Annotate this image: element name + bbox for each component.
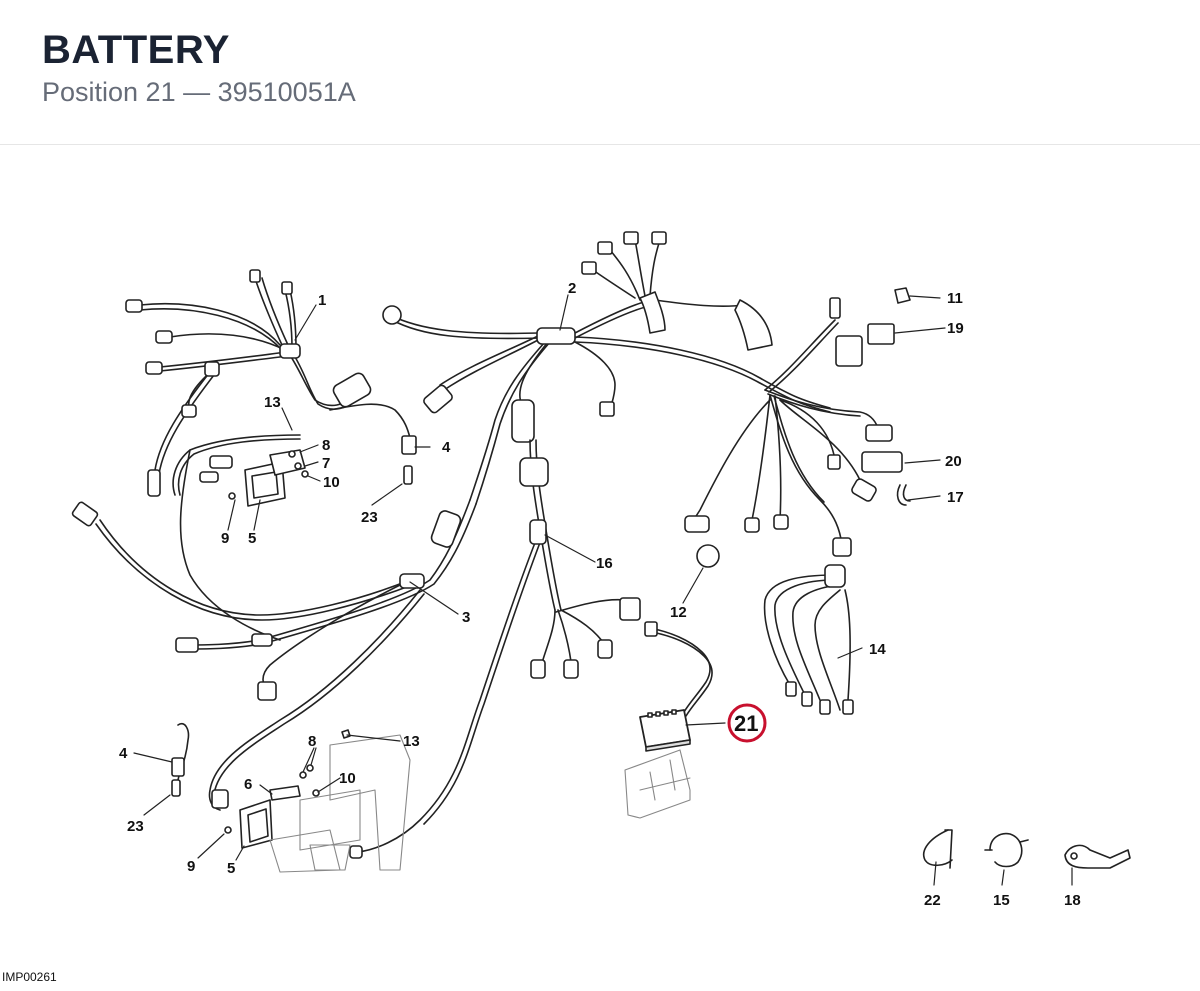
callout-23-upper: 23 xyxy=(361,509,378,526)
bracket-18 xyxy=(1064,844,1131,869)
frame-lower-left xyxy=(269,734,411,873)
clip-22 xyxy=(923,829,953,869)
callout-7: 7 xyxy=(322,455,330,472)
callout-6: 6 xyxy=(244,776,252,793)
page-subtitle: Position 21 — 39510051A xyxy=(42,77,356,107)
harness-right xyxy=(684,297,893,557)
leader-lines xyxy=(133,294,1073,886)
highlight-ring xyxy=(727,703,767,743)
callout-1: 1 xyxy=(318,292,326,309)
callout-8-lower: 8 xyxy=(308,733,316,750)
image-code: IMP00261 xyxy=(2,970,57,984)
callout-12: 12 xyxy=(670,604,687,621)
clip-15 xyxy=(984,832,1029,868)
battery-lead xyxy=(644,621,713,717)
callout-22: 22 xyxy=(924,892,941,909)
callout-10-upper: 10 xyxy=(323,474,340,491)
callout-5-lower: 5 xyxy=(227,860,235,877)
callout-17: 17 xyxy=(947,489,964,506)
small-parts-right xyxy=(696,287,911,568)
callout-8-upper: 8 xyxy=(322,437,330,454)
harness-16 xyxy=(349,439,641,859)
callout-14: 14 xyxy=(869,641,886,658)
callout-15: 15 xyxy=(993,892,1010,909)
callout-3: 3 xyxy=(462,609,470,626)
harness-1 xyxy=(125,269,417,507)
callout-4-upper: 4 xyxy=(442,439,451,456)
page-title: BATTERY xyxy=(42,28,230,72)
callout-23-lower: 23 xyxy=(127,818,144,835)
callout-2: 2 xyxy=(568,280,576,297)
callout-19: 19 xyxy=(947,320,964,337)
callout-labels: 1 2 3 4 4 5 5 6 7 8 8 9 9 10 10 11 12 13… xyxy=(119,280,1081,909)
callout-9-lower: 9 xyxy=(187,858,195,875)
callout-13-lower: 13 xyxy=(403,733,420,750)
callout-4-lower: 4 xyxy=(119,745,128,762)
callout-18: 18 xyxy=(1064,892,1081,909)
callout-20: 20 xyxy=(945,453,962,470)
wire-set-14 xyxy=(763,564,854,715)
page-header: BATTERY Position 21 — 39510051A xyxy=(0,0,1200,145)
callout-16: 16 xyxy=(596,555,613,572)
callout-9-upper: 9 xyxy=(221,530,229,547)
harness-2 xyxy=(382,231,831,505)
battery-tray xyxy=(624,749,691,819)
callout-13-upper: 13 xyxy=(264,394,281,411)
battery-21 xyxy=(639,709,691,752)
wiring-harness-diagram: 1 2 3 4 4 5 5 6 7 8 8 9 9 10 10 11 12 13… xyxy=(71,231,1131,909)
callout-21: 21 xyxy=(734,711,758,736)
callout-5-upper: 5 xyxy=(248,530,256,547)
callout-10-lower: 10 xyxy=(339,770,356,787)
callout-11: 11 xyxy=(947,290,963,307)
harness-3 xyxy=(71,449,477,811)
